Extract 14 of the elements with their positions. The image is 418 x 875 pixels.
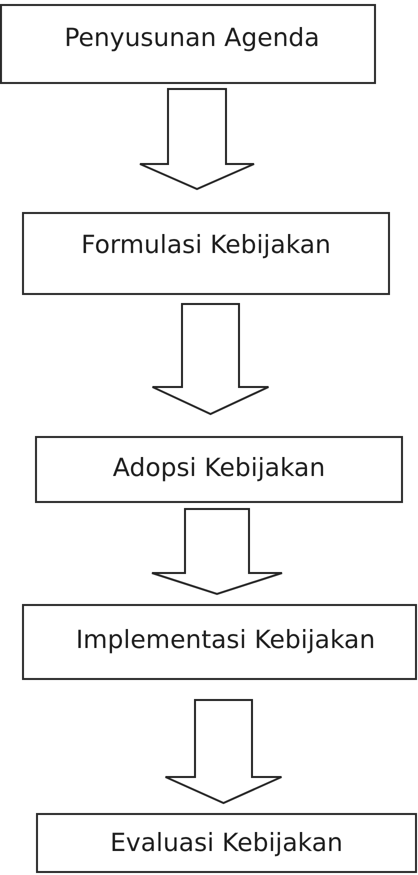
process-box <box>22 604 417 680</box>
box-label: Penyusunan Agenda <box>64 24 320 52</box>
block-arrow <box>151 508 283 596</box>
box-label: Implementasi Kebijakan <box>76 626 376 654</box>
process-box <box>0 4 376 84</box>
process-box <box>35 436 403 503</box>
block-arrow <box>152 303 270 416</box>
block-arrow <box>164 699 282 804</box>
box-label: Formulasi Kebijakan <box>81 231 331 260</box>
box-label: Evaluasi Kebijakan <box>110 828 343 858</box>
block-arrow <box>139 88 255 190</box>
process-box <box>22 212 390 295</box>
process-box <box>36 813 417 873</box>
box-label: Adopsi Kebijakan <box>112 454 326 483</box>
